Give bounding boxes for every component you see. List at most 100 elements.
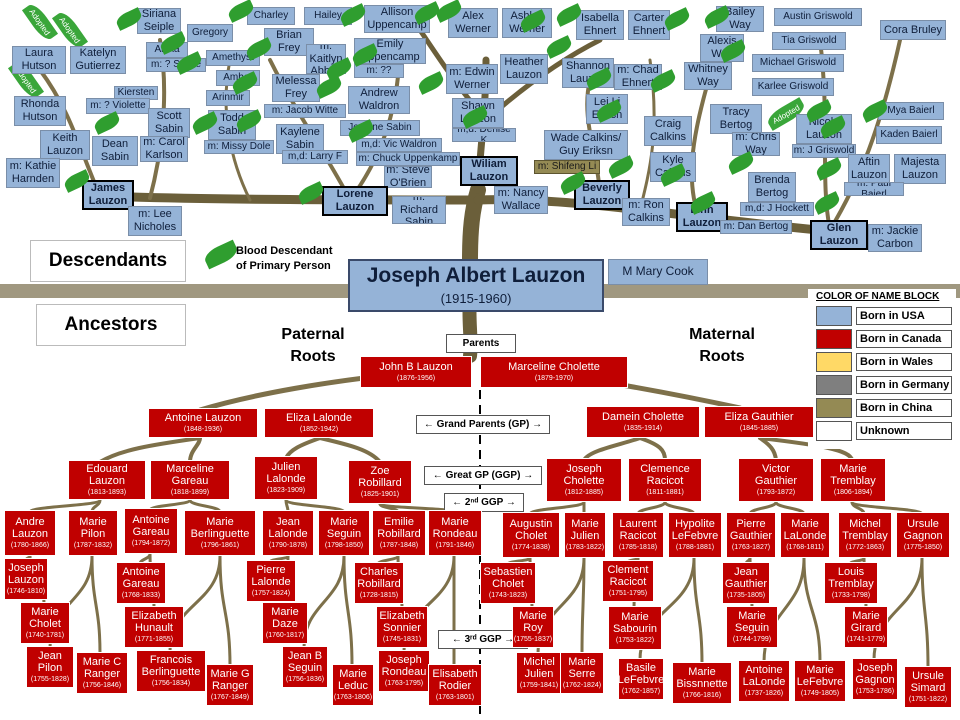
ancestor-node[interactable]: Clement Racicot(1751-1795) <box>602 560 654 602</box>
ancestor-node[interactable]: Hypolite LeFebvre(1788-1881) <box>668 512 722 558</box>
descendant-node[interactable]: m: J Griswold <box>792 144 856 158</box>
ancestor-node[interactable]: Sebastien Cholet(1743-1823) <box>480 562 536 604</box>
ancestor-node[interactable]: Pierre Gauthier(1763-1827) <box>726 512 776 558</box>
descendant-node[interactable]: m: Ron Calkins <box>622 198 670 226</box>
ancestor-node[interactable]: Eliza Lalonde(1852-1942) <box>264 408 374 438</box>
descendant-node[interactable]: m: Paul Baierl <box>844 182 904 196</box>
ancestor-node[interactable]: Antoine Lauzon(1848-1936) <box>148 408 258 438</box>
ancestor-node[interactable]: Marie Cholet(1740-1781) <box>20 602 70 644</box>
ancestor-node[interactable]: Marie Daze(1760-1817) <box>262 602 308 644</box>
ancestor-node[interactable]: Marie Pilon(1787-1832) <box>68 510 118 556</box>
descendant-node[interactable]: m,d: Vic Waldron <box>356 138 442 152</box>
ancestor-node[interactable]: Marceline Gareau(1818-1899) <box>150 460 230 500</box>
descendant-node[interactable]: Tia Griswold <box>772 32 846 50</box>
ancestor-node[interactable]: Joseph Gagnon(1753-1786) <box>852 658 898 700</box>
descendant-node[interactable]: m: ?? <box>354 64 404 78</box>
descendant-node[interactable]: m: Dan Bertog <box>720 220 792 234</box>
ancestor-node[interactable]: Antoine Gareau(1794-1872) <box>124 508 178 554</box>
ancestor-node[interactable]: Marie Seguin(1744-1799) <box>726 606 778 648</box>
descendant-node[interactable]: m: Missy Dole <box>204 140 274 154</box>
ancestor-node[interactable]: Marceline Cholette(1879-1970) <box>480 356 628 388</box>
ancestor-node[interactable]: Marie Rondeau(1791-1846) <box>428 510 482 556</box>
ancestor-node[interactable]: Joseph Cholette(1812-1885) <box>546 458 622 502</box>
ancestor-node[interactable]: Marie Seguin(1798-1850) <box>318 510 370 556</box>
ancestor-node[interactable]: Joseph Lauzon(1746-1810) <box>4 558 48 600</box>
ancestor-node[interactable]: Ursule Simard(1751-1822) <box>904 666 952 708</box>
ancestor-node[interactable]: Marie Leduc(1763-1806) <box>332 664 374 706</box>
ancestor-node[interactable]: Marie G Ranger(1767-1849) <box>206 664 254 706</box>
descendant-node[interactable]: Michael Griswold <box>752 54 844 72</box>
descendant-node[interactable]: m: Kathie Harnden <box>6 158 60 188</box>
descendant-node[interactable]: Keith Lauzon <box>40 130 90 160</box>
ancestor-node[interactable]: Jean Pilon(1755-1828) <box>26 646 74 688</box>
ancestor-node[interactable]: Emilie Robillard(1787-1848) <box>372 510 426 556</box>
ancestor-node[interactable]: Marie LaLonde(1768-1811) <box>780 512 830 558</box>
descendant-node[interactable]: Charley <box>247 7 295 25</box>
ancestor-node[interactable]: Jean Gauthier(1735-1805) <box>722 562 770 604</box>
ancestor-node[interactable]: Elisabeth Rodier(1763-1801) <box>428 664 482 706</box>
descendant-node[interactable]: Glen Lauzon <box>810 220 868 250</box>
ancestor-node[interactable]: Laurent Racicot(1785-1818) <box>612 512 664 558</box>
descendant-node[interactable]: Arinmir <box>206 90 250 106</box>
descendant-node[interactable]: Craig Calkins <box>644 116 692 146</box>
ancestor-node[interactable]: Francois Berlinguette(1756-1834) <box>136 650 206 692</box>
descendant-node[interactable]: Beverly Lauzon <box>574 180 630 210</box>
ancestor-node[interactable]: John B Lauzon(1876-1956) <box>360 356 472 388</box>
ancestor-node[interactable]: Pierre Lalonde(1757-1824) <box>246 560 296 602</box>
descendant-node[interactable]: Andrew Waldron <box>348 86 410 114</box>
descendant-node[interactable]: m,d: Denise K <box>452 128 516 142</box>
descendant-node[interactable]: Scott Sabin <box>148 108 190 138</box>
ancestor-node[interactable]: Elizabeth Sonnier(1745-1831) <box>376 606 428 648</box>
descendant-node[interactable]: Carter Ehnert <box>628 10 670 40</box>
ancestor-node[interactable]: Basile LeFebvre(1762-1857) <box>618 658 664 700</box>
ancestor-node[interactable]: Marie Bissnnette(1766-1816) <box>672 662 732 704</box>
ancestor-node[interactable]: Marie Sabourin(1753-1822) <box>608 606 662 650</box>
descendant-node[interactable]: m: Edwin Werner <box>446 64 498 94</box>
descendant-node[interactable]: Brenda Bertog <box>748 172 796 202</box>
ancestor-node[interactable]: Damein Cholette(1835-1914) <box>586 406 700 438</box>
descendant-node[interactable]: Melessa Frey <box>272 74 320 102</box>
ancestor-node[interactable]: Charles Robillard(1728-1815) <box>354 562 404 604</box>
ancestor-node[interactable]: Antoine LaLonde(1737-1826) <box>738 660 790 702</box>
ancestor-node[interactable]: Louis Tremblay(1733-1798) <box>824 562 878 604</box>
descendant-node[interactable]: m: Chris Way <box>732 132 780 156</box>
ancestor-node[interactable]: Eliza Gauthier(1845-1885) <box>704 406 814 438</box>
descendant-node[interactable]: m,d: Larry F <box>282 150 348 164</box>
ancestor-node[interactable]: Marie Roy(1755-1837) <box>512 606 554 648</box>
ancestor-node[interactable]: Joseph Rondeau(1763-1795) <box>378 650 430 692</box>
descendant-node[interactable]: m: Nancy Wallace <box>494 186 548 214</box>
descendant-node[interactable]: Majesta Lauzon <box>894 154 946 184</box>
descendant-node[interactable]: Isabella Ehnert <box>576 10 624 40</box>
ancestor-node[interactable]: Michel Julien(1759-1841) <box>516 652 562 694</box>
ancestor-node[interactable]: Elizabeth Hunault(1771-1855) <box>124 606 184 648</box>
descendant-node[interactable]: Aftin Lauzon <box>848 154 890 184</box>
descendant-node[interactable]: Hailey <box>304 7 352 25</box>
ancestor-node[interactable]: Jean B Seguin(1756-1836) <box>282 646 328 688</box>
descendant-node[interactable]: Karlee Griswold <box>752 78 834 96</box>
descendant-node[interactable]: Kaylene Sabin <box>276 124 324 154</box>
descendant-node[interactable]: Katelyn Gutierrez <box>70 46 126 74</box>
descendant-node[interactable]: m: Jackie Carbon <box>868 224 922 252</box>
primary-person[interactable]: Joseph Albert Lauzon (1915-1960) <box>348 259 604 312</box>
ancestor-node[interactable]: Julien Lalonde(1823-1909) <box>254 456 318 500</box>
descendant-node[interactable]: Laura Hutson <box>12 46 66 74</box>
descendant-node[interactable]: Cora Bruley <box>880 20 946 40</box>
ancestor-node[interactable]: Jean Lalonde(1790-1878) <box>262 510 314 556</box>
descendant-node[interactable]: Wade Calkins/ Guy Eriksn <box>544 130 628 160</box>
descendant-node[interactable]: Whitney Way <box>684 62 732 90</box>
ancestor-node[interactable]: Marie LeFebvre(1749-1805) <box>794 660 846 702</box>
ancestor-node[interactable]: Ursule Gagnon(1775-1850) <box>896 512 950 558</box>
descendant-node[interactable]: m,d: J Hockett <box>740 202 814 216</box>
ancestor-node[interactable]: Marie Serre(1762-1824) <box>560 652 604 694</box>
descendant-node[interactable]: Mya Baierl <box>878 102 944 120</box>
ancestor-node[interactable]: Augustin Cholet(1774-1838) <box>502 512 560 558</box>
descendant-node[interactable]: Heather Lauzon <box>500 54 548 84</box>
primary-spouse[interactable]: M Mary Cook <box>608 259 708 285</box>
descendant-node[interactable]: Kaden Baierl <box>876 126 942 144</box>
descendant-node[interactable]: Dean Sabin <box>92 136 138 166</box>
descendant-node[interactable]: m: Carol Karlson <box>140 136 188 162</box>
descendant-node[interactable]: Lorene Lauzon <box>322 186 388 216</box>
descendant-node[interactable]: Gregory <box>187 24 233 42</box>
ancestor-node[interactable]: Victor Gauthier(1793-1872) <box>738 458 814 502</box>
descendant-node[interactable]: Austin Griswold <box>774 8 862 26</box>
